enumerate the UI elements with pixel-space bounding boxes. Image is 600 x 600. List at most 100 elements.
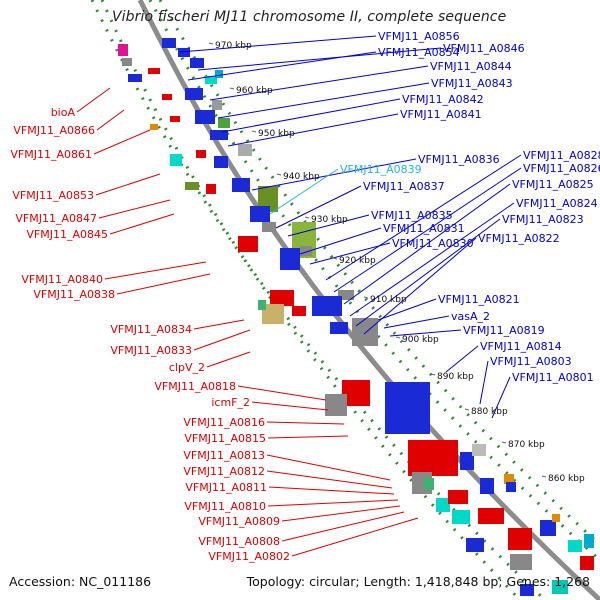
- kbp-tick-label: 950 kbp: [258, 129, 295, 139]
- kbp-tick-label: 920 kbp: [339, 256, 376, 266]
- leader-line: [268, 486, 395, 495]
- gene-feature: [568, 540, 582, 552]
- gene-feature: [472, 444, 486, 456]
- gene-label: VFMJ11_A0839: [340, 163, 422, 176]
- gene-label: VFMJ11_A0823: [502, 213, 584, 226]
- leader-line: [445, 345, 479, 373]
- gene-label: VFMJ11_A0811: [185, 481, 267, 494]
- leader-line: [93, 129, 151, 155]
- leader-line: [116, 273, 211, 295]
- gene-feature: [300, 246, 312, 256]
- gene-feature: [262, 304, 284, 324]
- gene-feature: [258, 186, 278, 212]
- kbp-tick-mark: [332, 257, 338, 260]
- leader-line: [287, 214, 370, 237]
- kbp-tick-label: 940 kbp: [283, 172, 320, 182]
- leader-line: [98, 199, 171, 219]
- gene-feature: [195, 110, 215, 124]
- gene-label: VFMJ11_A0813: [183, 449, 265, 462]
- leader-line: [479, 360, 489, 405]
- gene-label: bioA: [51, 106, 76, 119]
- gene-label: VFMJ11_A0844: [430, 60, 512, 73]
- kbp-tick-label: 910 kbp: [370, 295, 407, 305]
- gene-feature: [214, 156, 228, 168]
- gene-label: VFMJ11_A0802: [208, 550, 290, 563]
- gene-feature: [552, 514, 560, 522]
- gene-label: VFMJ11_A0831: [383, 222, 465, 235]
- kbp-tick-mark: [464, 408, 470, 411]
- gene-feature: [185, 182, 199, 190]
- gene-feature: [162, 94, 172, 100]
- gene-feature: [338, 290, 354, 300]
- leader-line: [383, 315, 450, 329]
- kbp-tick-mark: [208, 42, 214, 45]
- gene-label: VFMJ11_A0814: [480, 340, 562, 353]
- leader-line: [349, 202, 515, 317]
- leader-line: [251, 401, 329, 411]
- gene-feature: [466, 538, 484, 552]
- kbp-tick-label: 870 kbp: [508, 440, 545, 450]
- gene-feature: [540, 520, 556, 536]
- gene-feature: [122, 58, 132, 66]
- gene-feature: [292, 306, 306, 316]
- leader-line: [267, 435, 349, 439]
- kbp-tick-label: 880 kbp: [471, 407, 508, 417]
- gene-label: VFMJ11_A0842: [402, 93, 484, 106]
- gene-feature: [280, 248, 300, 270]
- leader-line: [266, 421, 345, 425]
- gene-label: VFMJ11_A0833: [110, 344, 192, 357]
- gene-label: VFMJ11_A0843: [431, 77, 513, 90]
- leader-line: [187, 51, 377, 81]
- gene-label: VFMJ11_A0828: [523, 149, 600, 162]
- gene-feature: [206, 184, 216, 194]
- gene-feature: [510, 554, 532, 570]
- leader-line: [266, 470, 393, 489]
- gene-feature: [185, 88, 203, 100]
- kbp-tick-label: 970 kbp: [215, 41, 252, 51]
- gene-feature: [205, 76, 217, 84]
- gene-feature: [238, 144, 252, 156]
- gene-label: clpV_2: [169, 361, 205, 374]
- leader-line: [281, 505, 401, 522]
- kbp-tick-mark: [251, 130, 257, 133]
- kbp-tick-label: 930 kbp: [311, 215, 348, 225]
- gene-label: VFMJ11_A0866: [13, 124, 95, 137]
- gene-label: VFMJ11_A0824: [516, 197, 598, 210]
- leader-line: [237, 385, 327, 401]
- leader-line: [377, 298, 437, 321]
- leader-line: [179, 35, 377, 53]
- gene-label: VFMJ11_A0808: [198, 535, 280, 548]
- leader-line: [266, 454, 391, 481]
- gene-label: VFMJ11_A0835: [371, 209, 453, 222]
- gene-label: VFMJ11_A0819: [463, 324, 545, 337]
- gene-labels: VFMJ11_A0856VFMJ11_A0846VFMJ11_A0854VFMJ…: [10, 30, 600, 563]
- gene-feature: [210, 130, 228, 140]
- leader-line: [269, 168, 339, 215]
- gene-label: VFMJ11_A0822: [478, 232, 560, 245]
- gene-label: VFMJ11_A0853: [12, 189, 94, 202]
- track-ring: [148, 0, 600, 562]
- gene-feature: [448, 490, 468, 504]
- gene-feature: [150, 124, 158, 130]
- gene-label: VFMJ11_A0812: [183, 465, 265, 478]
- gene-label: VFMJ11_A0809: [198, 515, 280, 528]
- kbp-tick-label: 860 kbp: [548, 474, 585, 484]
- kbp-tick-label: 900 kbp: [402, 335, 439, 345]
- leader-line: [343, 183, 511, 305]
- leader-line: [193, 319, 245, 330]
- gene-label: VFMJ11_A0837: [363, 180, 445, 193]
- gene-feature: [312, 296, 342, 316]
- gene-label: VFMJ11_A0861: [10, 148, 92, 161]
- kbp-tick-mark: [276, 173, 282, 176]
- leader-line: [309, 242, 391, 265]
- gene-label: VFMJ11_A0856: [378, 30, 460, 43]
- leader-line: [221, 98, 401, 133]
- gene-label: VFMJ11_A0838: [33, 288, 115, 301]
- kbp-tick-mark: [501, 441, 507, 444]
- gene-label: VFMJ11_A0826: [523, 162, 600, 175]
- gene-label: VFMJ11_A0816: [183, 416, 265, 429]
- gene-feature: [212, 100, 222, 110]
- leader-line: [206, 351, 251, 368]
- gene-label: VFMJ11_A0846: [443, 42, 525, 55]
